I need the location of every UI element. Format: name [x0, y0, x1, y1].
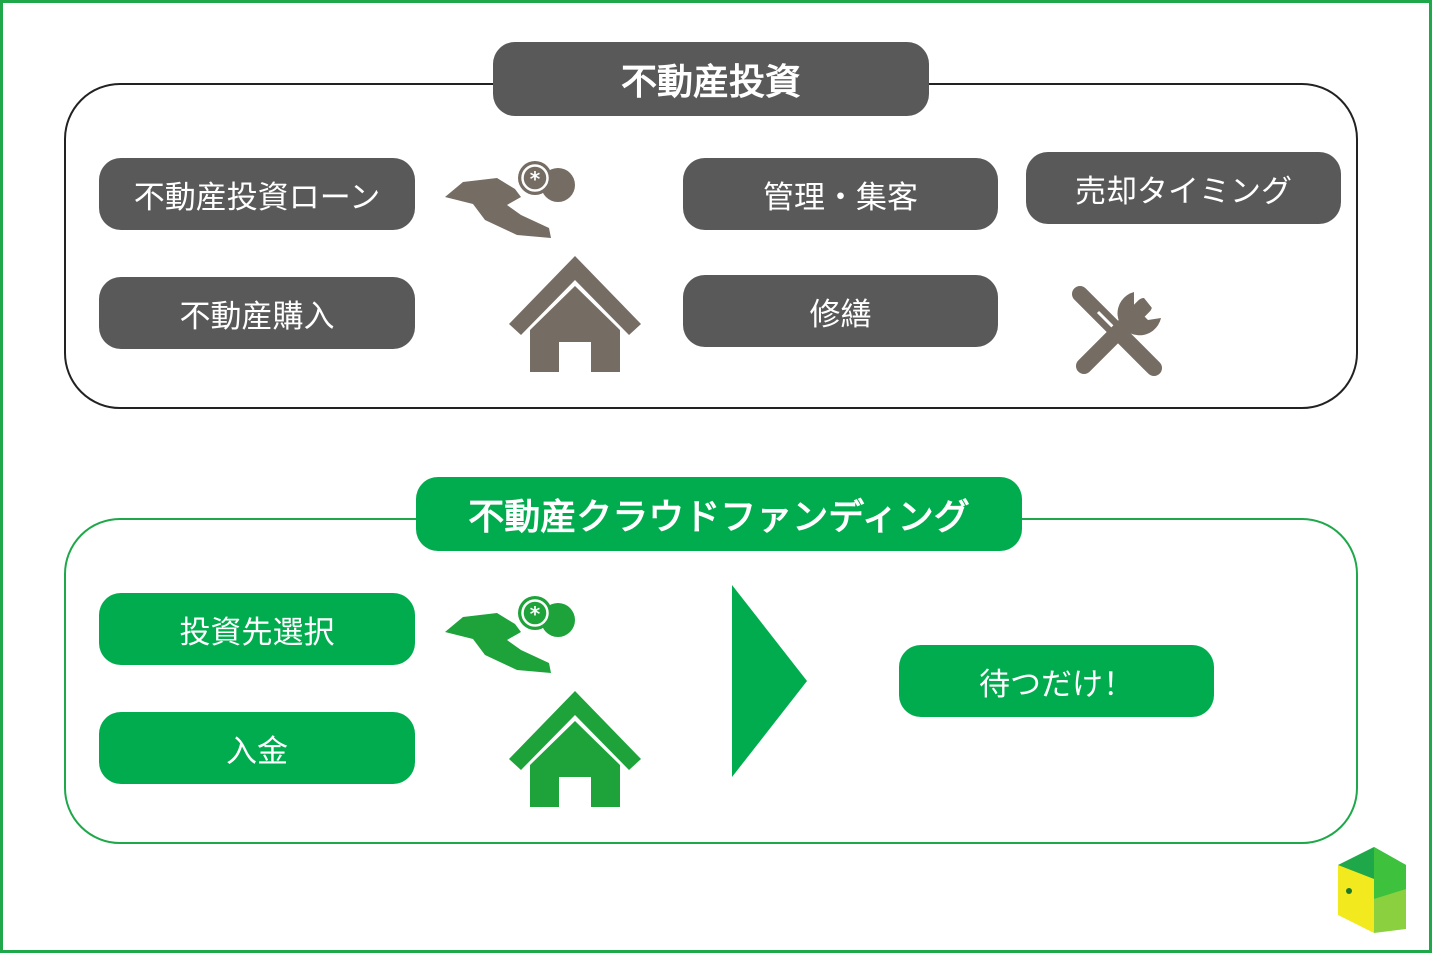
pill-just-wait: 待つだけ！	[899, 645, 1214, 717]
pill-select-investment: 投資先選択	[99, 593, 415, 665]
door-logo-icon	[1338, 847, 1406, 933]
svg-text:*: *	[530, 167, 541, 191]
pill-deposit: 入金	[99, 712, 415, 784]
pill-purchase: 不動産購入	[99, 277, 415, 349]
wrench-screwdriver-icon	[1072, 283, 1164, 376]
svg-text:*: *	[530, 602, 541, 626]
house-icon	[509, 691, 641, 807]
pill-loan: 不動産投資ローン	[99, 158, 415, 230]
section-title-real-estate-investment: 不動産投資	[493, 42, 929, 116]
pill-sale-timing: 売却タイミング	[1026, 152, 1341, 224]
pill-repair: 修繕	[683, 275, 998, 347]
house-icon	[509, 256, 641, 372]
triangle-arrow-right-icon	[732, 585, 807, 777]
hand-coins-icon: *	[445, 596, 575, 673]
pill-management: 管理・集客	[683, 158, 998, 230]
section-title-crowdfunding: 不動産クラウドファンディング	[416, 477, 1022, 551]
hand-coins-icon: *	[445, 161, 575, 238]
